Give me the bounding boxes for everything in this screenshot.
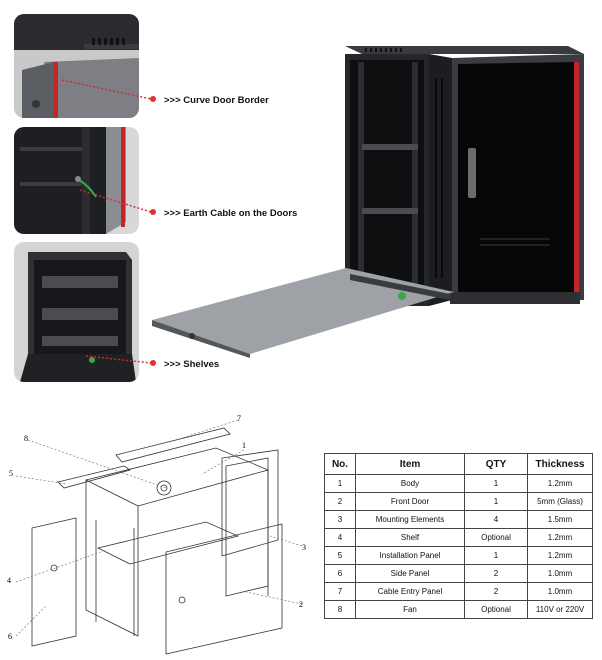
photo-earth-cable [14,127,139,234]
cell-no: 7 [324,582,356,601]
table-row: 4 Shelf Optional 1.2mm [324,528,593,547]
diagram-number-1: 1 [242,441,246,450]
cell-qty: 2 [464,582,528,601]
cell-qty: 4 [464,510,528,529]
cell-qty: 1 [464,492,528,511]
cell-item: Installation Panel [355,546,465,565]
header-qty: QTY [464,453,528,475]
header-no: No. [324,453,356,475]
diagram-number-8: 8 [24,434,28,443]
cell-no: 5 [324,546,356,565]
cell-no: 4 [324,528,356,547]
cell-thickness: 110V or 220V [527,600,593,619]
cell-no: 8 [324,600,356,619]
diagram-number-2: 2 [299,600,303,609]
callout-dot-earth-cable [150,209,156,215]
cell-item: Front Door [355,492,465,511]
cell-thickness: 1.2mm [527,528,593,547]
callout-earth-cable: >>> Earth Cable on the Doors [164,208,298,219]
cell-thickness: 1.0mm [527,564,593,583]
header-item: Item [355,453,465,475]
diagram-number-4: 4 [7,576,11,585]
cell-no: 6 [324,564,356,583]
cell-thickness: 1.0mm [527,582,593,601]
cell-item: Body [355,474,465,493]
cell-qty: 1 [464,546,528,565]
table-row: 3 Mounting Elements 4 1.5mm [324,510,593,529]
cell-item: Side Panel [355,564,465,583]
cell-qty: Optional [464,528,528,547]
cell-item: Shelf [355,528,465,547]
callout-leader-lines [61,79,152,364]
table-row: 2 Front Door 1 5mm (Glass) [324,492,593,511]
photo-wall-cabinet [150,38,600,358]
table-header-row: No. Item QTY Thickness [324,453,593,475]
cell-thickness: 5mm (Glass) [527,492,593,511]
diagram-number-6: 6 [8,632,12,641]
diagram-number-7: 7 [237,414,241,423]
cell-thickness: 1.2mm [527,546,593,565]
cell-no: 1 [324,474,356,493]
photo-curve-door-border [14,14,139,118]
cell-no: 2 [324,492,356,511]
cell-item: Cable Entry Panel [355,582,465,601]
table-row: 8 Fan Optional 110V or 220V [324,600,593,619]
specification-table: No. Item QTY Thickness 1 Body 1 1.2mm 2 … [324,453,593,619]
table-row: 1 Body 1 1.2mm [324,474,593,493]
cell-item: Fan [355,600,465,619]
callout-dot-curve-door [150,96,156,102]
callout-dot-shelves [150,360,156,366]
table-row: 7 Cable Entry Panel 2 1.0mm [324,582,593,601]
cell-qty: 1 [464,474,528,493]
callout-curve-door-border: >>> Curve Door Border [164,95,269,106]
cell-item: Mounting Elements [355,510,465,529]
cell-qty: 2 [464,564,528,583]
cell-qty: Optional [464,600,528,619]
table-row: 5 Installation Panel 1 1.2mm [324,546,593,565]
photo-shelves [14,242,139,382]
diagram-number-3: 3 [302,543,306,552]
header-thickness: Thickness [527,453,593,475]
diagram-number-5: 5 [9,469,13,478]
exploded-view-diagram: 8 7 1 5 3 4 2 6 [6,410,314,655]
callout-shelves: >>> Shelves [164,359,220,370]
cell-no: 3 [324,510,356,529]
table-row: 6 Side Panel 2 1.0mm [324,564,593,583]
cell-thickness: 1.5mm [527,510,593,529]
cell-thickness: 1.2mm [527,474,593,493]
